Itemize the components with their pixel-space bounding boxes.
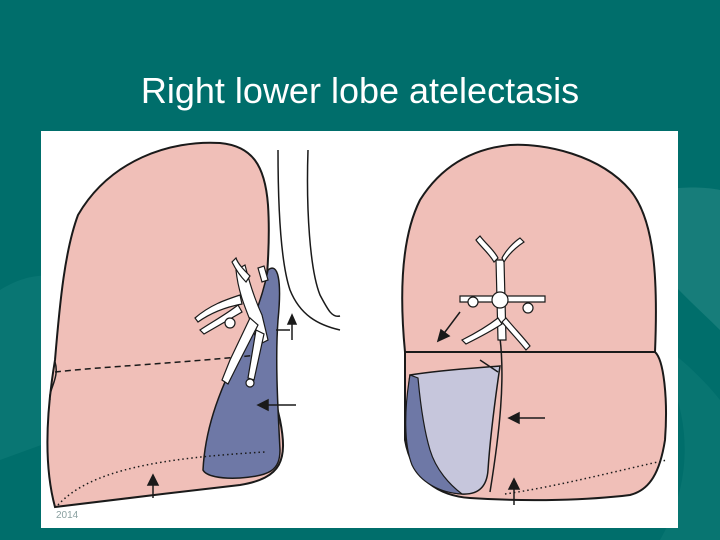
lateral-bronchial-tree xyxy=(459,235,546,351)
lateral-arrows xyxy=(436,311,545,505)
frontal-bronchial-tree xyxy=(194,256,269,388)
lateral-diaphragm xyxy=(504,459,668,495)
lateral-collapsed-edge xyxy=(405,374,464,495)
page-number: 2014 xyxy=(56,510,79,521)
lung-illustration xyxy=(41,131,678,528)
frontal-arrows xyxy=(146,313,298,498)
frontal-fissure xyxy=(54,354,259,373)
frontal-diaphragm xyxy=(57,451,266,506)
lateral-lung-outline xyxy=(401,143,657,353)
slide-title: Right lower lobe atelectasis xyxy=(140,70,580,111)
frontal-lung-view xyxy=(46,141,341,509)
lateral-lung-view xyxy=(401,143,668,505)
